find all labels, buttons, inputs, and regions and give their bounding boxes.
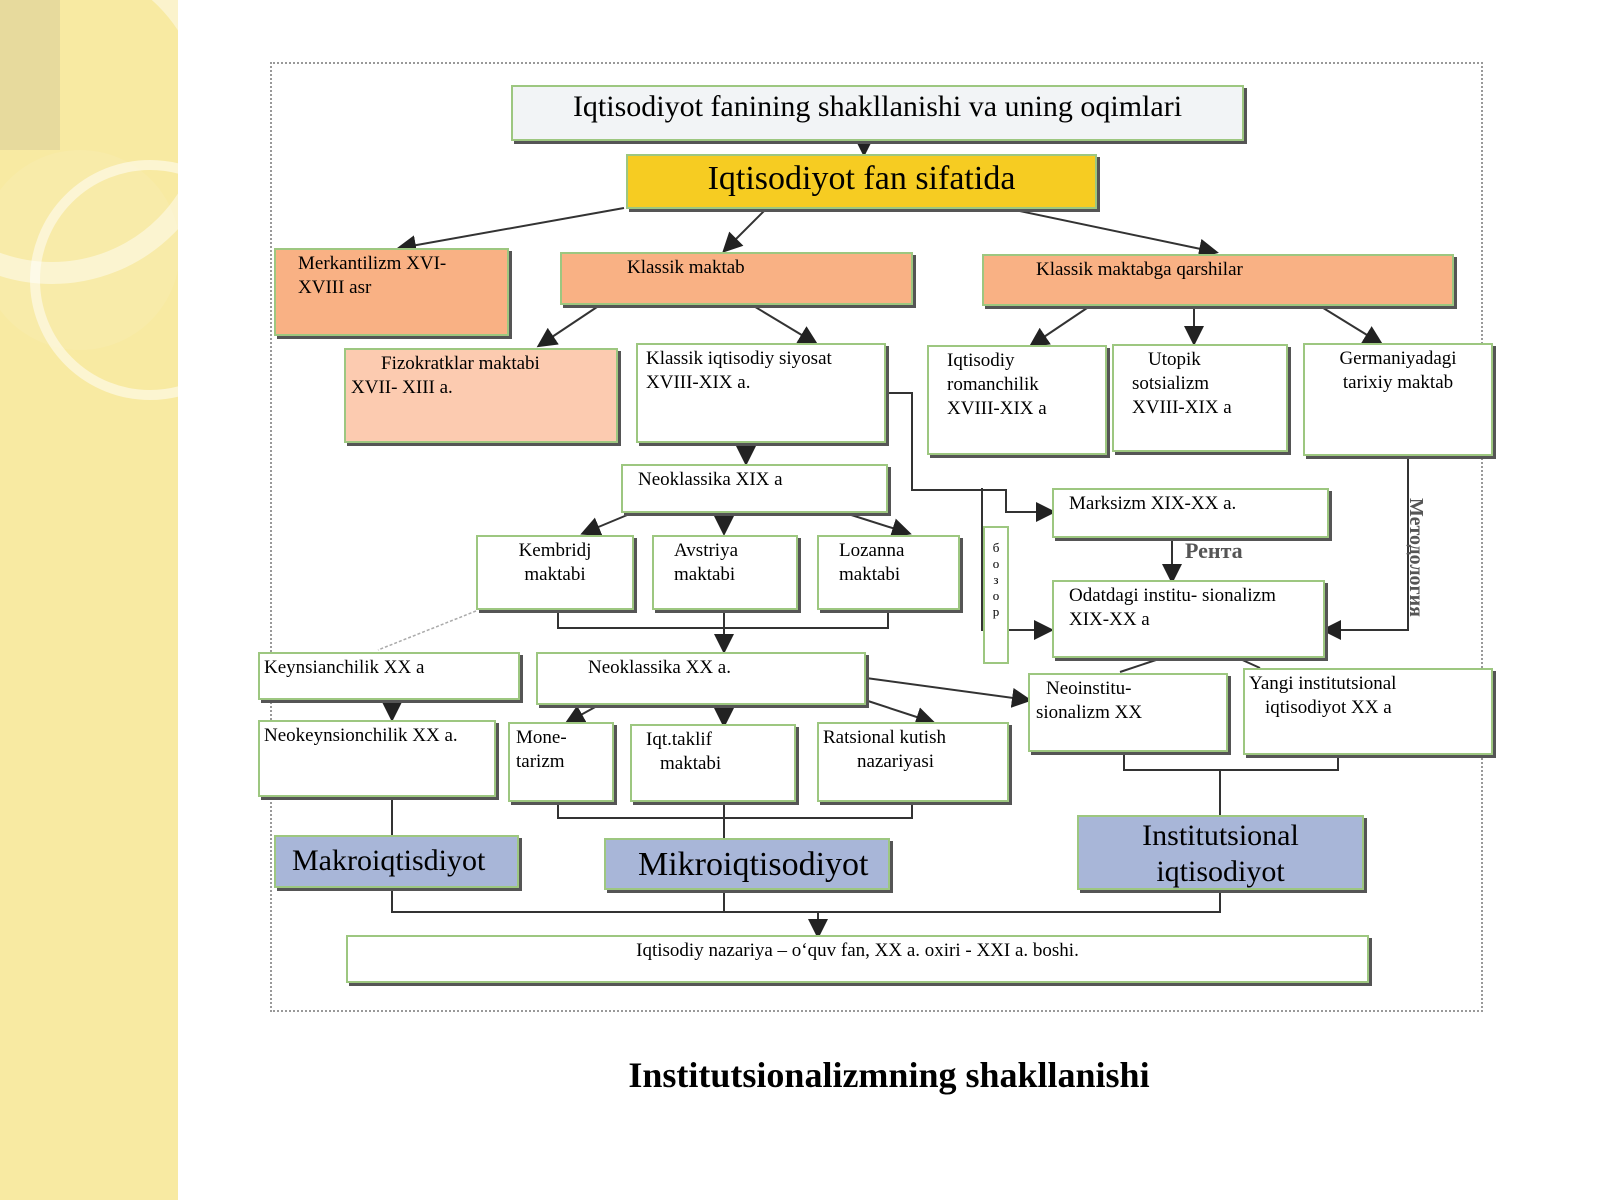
- node-line: р: [992, 604, 1000, 619]
- node-line: Iqt.taklif: [646, 729, 712, 750]
- node-line: Avstriya: [674, 540, 739, 561]
- node-line: Neoklassika XIX a: [638, 469, 783, 490]
- mikro-node: Mikroiqtisodiyot: [604, 838, 890, 890]
- ratsional-node: Ratsional kutish nazariyasi: [817, 722, 1009, 802]
- node-line: romanchilik: [947, 374, 1039, 395]
- node-line: Iqtisodiy: [947, 350, 1015, 371]
- main-node: Iqtisodiyot fan sifatida: [626, 154, 1097, 209]
- node-line: Makroiqtisdiyot: [292, 844, 486, 877]
- node-line: Merkantilizm XVI-: [298, 253, 447, 274]
- diagram-title-box: Iqtisodiyot fanining shakllanishi va uni…: [511, 85, 1244, 141]
- neoinstitu-node: Neoinstitu-sionalizm XX: [1028, 673, 1228, 752]
- node-line: Kembridj: [518, 540, 592, 561]
- neoklassika19-node: Neoklassika XIX a: [621, 464, 888, 513]
- slide-caption: Institutsionalizmning shakllanishi: [628, 1055, 1150, 1095]
- neoklassika20-node: Neoklassika XX a.: [536, 652, 866, 705]
- node-line: Lozanna: [839, 540, 905, 561]
- yangi-node: Yangi institutsional iqtisodiyot XX a: [1243, 668, 1493, 755]
- node-line: XVIII-XIX a: [1132, 397, 1232, 418]
- node-line: б: [992, 540, 1000, 555]
- node-line: sionalizm XX: [1036, 702, 1143, 723]
- node-line: XVIII asr: [298, 277, 372, 298]
- taklif-node: Iqt.taklif maktabi: [630, 724, 796, 802]
- node-line: Iqtisodiy nazariya – o‘quv fan, XX a. ox…: [636, 940, 1079, 961]
- nazariya-node: Iqtisodiy nazariya – o‘quv fan, XX a. ox…: [346, 935, 1369, 983]
- node-line: tarixiy maktab: [1342, 372, 1454, 393]
- node-line: Neoklassika XX a.: [588, 657, 731, 678]
- node-line: iqtisodiyot XX a: [1265, 697, 1392, 718]
- node-line: о: [992, 556, 1000, 571]
- monetarizm-node: Mone-tarizm: [508, 722, 614, 802]
- renta-label: Рента: [1185, 538, 1243, 563]
- node-line: Fizokratklar maktabi: [381, 353, 540, 374]
- kembridj-node: Kembridj maktabi: [476, 535, 634, 610]
- node-line: Neokeynsionchilik XX a.: [264, 725, 458, 746]
- node-line: Odatdagi institu- sionalizm: [1069, 585, 1276, 606]
- lozanna-node: Lozanna maktabi: [817, 535, 960, 610]
- node-line: maktabi: [524, 564, 586, 585]
- node-line: Marksizm XIX-XX a.: [1069, 493, 1237, 514]
- klassik-node: Klassik maktab: [560, 252, 913, 305]
- node-line: Ratsional kutish: [823, 727, 946, 748]
- main-node-label: Iqtisodiyot fan sifatida: [707, 160, 1016, 197]
- node-line: Yangi institutsional: [1249, 673, 1397, 694]
- node-line: XVIII-XIX a: [947, 398, 1047, 419]
- neokeynsion-node: Neokeynsionchilik XX a.: [258, 720, 496, 797]
- node-line: tarizm: [516, 751, 565, 772]
- node-line: Klassik maktabga qarshilar: [1036, 259, 1243, 280]
- makro-node: Makroiqtisdiyot: [274, 835, 519, 888]
- node-line: Germaniyadagi: [1339, 348, 1457, 369]
- node-line: sotsializm: [1132, 373, 1210, 394]
- node-line: Utopik: [1148, 349, 1201, 370]
- node-line: maktabi: [674, 564, 736, 585]
- marksizm-node: Marksizm XIX-XX a.: [1052, 488, 1329, 538]
- avstriya-node: Avstriya maktabi: [652, 535, 798, 610]
- node-line: Mone-: [516, 727, 567, 748]
- node-line: Neoinstitu-: [1046, 678, 1132, 699]
- node-line: XIX-XX a: [1069, 609, 1150, 630]
- node-line: Klassik maktab: [627, 257, 745, 278]
- node-line: Klassik iqtisodiy siyosat: [646, 348, 832, 369]
- node-line: XVIII-XIX a.: [646, 372, 751, 393]
- node-line: о: [992, 588, 1000, 603]
- keynsianchilik-node: Keynsianchilik XX a: [258, 652, 520, 700]
- metodologiya-label: Методология: [1405, 498, 1427, 617]
- qarshilar-node: Klassik maktabga qarshilar: [982, 254, 1454, 306]
- node-line: iqtisodiyot: [1156, 855, 1285, 888]
- node-line: nazariyasi: [857, 751, 935, 772]
- decorative-sidebar: [0, 0, 178, 1200]
- merkantilizm-node: Merkantilizm XVI- XVIII asr: [274, 248, 509, 336]
- diagram-title: Iqtisodiyot fanining shakllanishi va uni…: [572, 90, 1183, 123]
- bozor-node: б о з о р: [983, 526, 1009, 664]
- node-line: maktabi: [839, 564, 901, 585]
- diagram-frame: [270, 62, 1483, 1012]
- node-line: Mikroiqtisodiyot: [638, 846, 869, 883]
- node-line: XVII- XIII a.: [351, 377, 453, 398]
- node-line: Institutsional: [1142, 819, 1299, 852]
- germaniya-node: Germaniyadagi tarixiy maktab: [1303, 343, 1493, 456]
- node-line: Keynsianchilik XX a: [264, 657, 425, 678]
- node-line: maktabi: [660, 753, 722, 774]
- node-line: з: [993, 572, 999, 587]
